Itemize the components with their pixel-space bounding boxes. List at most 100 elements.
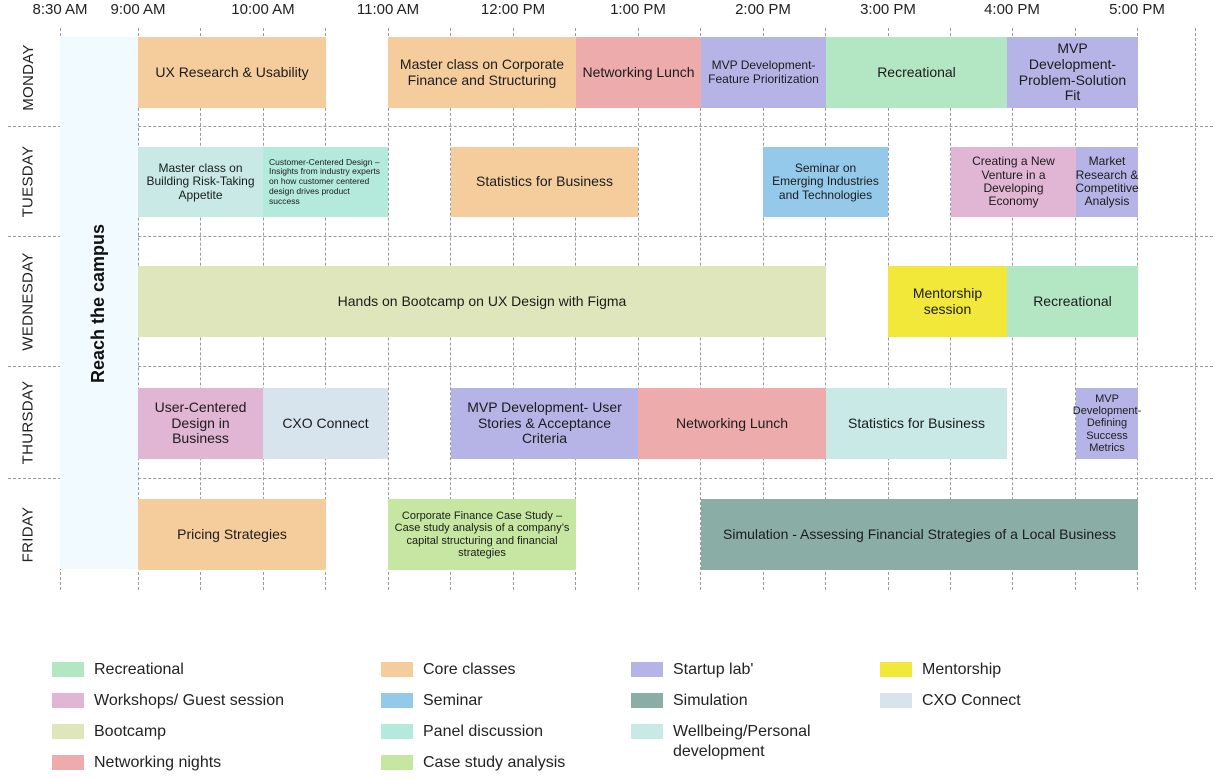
day-label-text: FRIDAY [19, 506, 37, 562]
legend-item-simulation: Simulation [631, 691, 748, 713]
reach-campus-label: Reach the campus [88, 223, 109, 383]
legend-swatch [52, 693, 84, 708]
event-block[interactable]: Customer-Centered Design – Insights from… [263, 147, 388, 217]
time-label: 2:00 PM [735, 1, 791, 18]
time-label: 5:00 PM [1109, 1, 1165, 18]
legend-item-workshop: Workshops/ Guest session [52, 691, 284, 713]
day-separator [8, 126, 1213, 127]
event-label: Corporate Finance Case Study – Case stud… [394, 509, 570, 559]
event-block[interactable]: Pricing Strategies [138, 499, 326, 570]
event-label: Statistics for Business [848, 414, 985, 431]
legend-item-recreational: Recreational [52, 660, 184, 682]
day-separator [8, 478, 1213, 479]
day-separator [8, 236, 1213, 237]
legend-label: Recreational [94, 661, 184, 678]
legend-label: Bootcamp [94, 723, 167, 740]
legend-swatch [381, 724, 413, 739]
time-label: 1:00 PM [610, 1, 666, 18]
legend-swatch [631, 724, 663, 739]
event-label: Simulation - Assessing Financial Strateg… [723, 525, 1116, 542]
legend-item-bootcamp: Bootcamp [52, 722, 166, 744]
legend-item-startup: Startup lab' [631, 660, 753, 682]
event-label: UX Research & Usability [155, 63, 309, 80]
legend-label: CXO Connect [922, 692, 1021, 709]
event-label: MVP Development- Feature Prioritization [708, 58, 819, 86]
event-label: MVP Development- Problem-Solution Fit [1018, 40, 1127, 104]
event-label: CXO Connect [282, 414, 369, 431]
event-block[interactable]: Market Research & Competitive Analysis [1075, 147, 1139, 217]
event-label: Networking Lunch [675, 414, 789, 431]
time-label: 11:00 AM [356, 1, 420, 18]
event-label: MVP Development- User Stories & Acceptan… [467, 398, 622, 447]
day-label-text: TUESDAY [19, 145, 37, 217]
legend-item-networking: Networking nights [52, 753, 221, 775]
event-block[interactable]: Master class on Building Risk-Taking App… [138, 147, 263, 217]
legend-label: Networking nights [94, 754, 222, 771]
event-label: Statistics for Business [476, 173, 613, 190]
event-block[interactable]: Statistics for Business [826, 388, 1007, 459]
event-label: Recreational [1033, 292, 1112, 309]
event-block[interactable]: Mentorship session [888, 266, 1007, 337]
legend-swatch [52, 755, 84, 770]
event-label: Mentorship session [912, 284, 983, 317]
event-label: Customer-Centered Design – Insights from… [269, 156, 381, 206]
event-block[interactable]: Master class on Corporate Finance and St… [388, 37, 576, 108]
event-label: Master class on Building Risk-Taking App… [146, 160, 255, 202]
event-block[interactable]: MVP Development- User Stories & Acceptan… [451, 388, 638, 459]
time-label: 4:00 PM [984, 1, 1040, 18]
event-label: Recreational [877, 63, 956, 80]
event-label: Pricing Strategies [177, 525, 287, 542]
event-block[interactable]: MVP Development- Defining Success Metric… [1072, 388, 1142, 459]
event-block[interactable]: User-Centered Design in Business [138, 388, 263, 459]
legend-label: Case study analysis [423, 754, 566, 771]
legend-item-core: Core classes [381, 660, 515, 682]
event-block[interactable]: Simulation - Assessing Financial Strateg… [701, 499, 1138, 570]
event-label: MVP Development- Defining Success Metric… [1072, 392, 1142, 454]
time-label: 9:00 AM [110, 1, 166, 18]
event-block[interactable]: Seminar on Emerging Industries and Techn… [763, 147, 888, 217]
event-block[interactable]: Recreational [1007, 266, 1138, 337]
legend-item-panel: Panel discussion [381, 722, 543, 744]
time-label: 3:00 PM [860, 1, 916, 18]
event-block[interactable]: UX Research & Usability [138, 37, 326, 108]
reach-campus-block: Reach the campus [60, 37, 138, 569]
legend-item-wellbeing: Wellbeing/Personal development [631, 722, 843, 760]
event-label: Networking Lunch [582, 63, 695, 80]
day-label-text: THURSDAY [19, 380, 37, 464]
day-label-monday: MONDAY [0, 28, 56, 126]
legend-swatch [631, 693, 663, 708]
event-label: Master class on Corporate Finance and St… [399, 55, 565, 88]
event-block[interactable]: Statistics for Business [451, 147, 638, 217]
time-label: 10:00 AM [231, 1, 295, 18]
day-label-tuesday: TUESDAY [0, 126, 56, 236]
legend-swatch [381, 755, 413, 770]
event-label: User-Centered Design in Business [154, 398, 247, 447]
legend-item-seminar: Seminar [381, 691, 483, 713]
event-block[interactable]: Recreational [826, 37, 1007, 108]
day-separator [8, 366, 1213, 367]
legend-swatch [52, 662, 84, 677]
event-block[interactable]: Creating a New Venture in a Developing E… [951, 147, 1076, 217]
legend-swatch [631, 662, 663, 677]
legend-label: Mentorship [922, 661, 1002, 678]
event-block[interactable]: CXO Connect [263, 388, 388, 459]
legend-item-cxo: CXO Connect [880, 691, 1021, 713]
legend-swatch [52, 724, 84, 739]
event-block[interactable]: Networking Lunch [638, 388, 826, 459]
legend-label: Wellbeing/Personal development [673, 723, 811, 760]
day-label-friday: FRIDAY [0, 478, 56, 590]
event-block[interactable]: MVP Development- Feature Prioritization [701, 37, 826, 108]
day-label-wednesday: WEDNESDAY [0, 236, 56, 366]
event-label: Seminar on Emerging Industries and Techn… [772, 160, 879, 202]
legend-label: Seminar [423, 692, 483, 709]
event-label: Creating a New Venture in a Developing E… [972, 154, 1055, 209]
event-block[interactable]: Corporate Finance Case Study – Case stud… [388, 499, 576, 570]
legend-label: Workshops/ Guest session [94, 692, 285, 709]
time-label: 12:00 PM [480, 1, 546, 18]
event-block[interactable]: Hands on Bootcamp on UX Design with Figm… [138, 266, 826, 337]
event-block[interactable]: Networking Lunch [576, 37, 701, 108]
event-block[interactable]: MVP Development- Problem-Solution Fit [1007, 37, 1138, 108]
legend-swatch [880, 662, 912, 677]
grid-line-vertical [1195, 28, 1196, 590]
legend-swatch [381, 662, 413, 677]
